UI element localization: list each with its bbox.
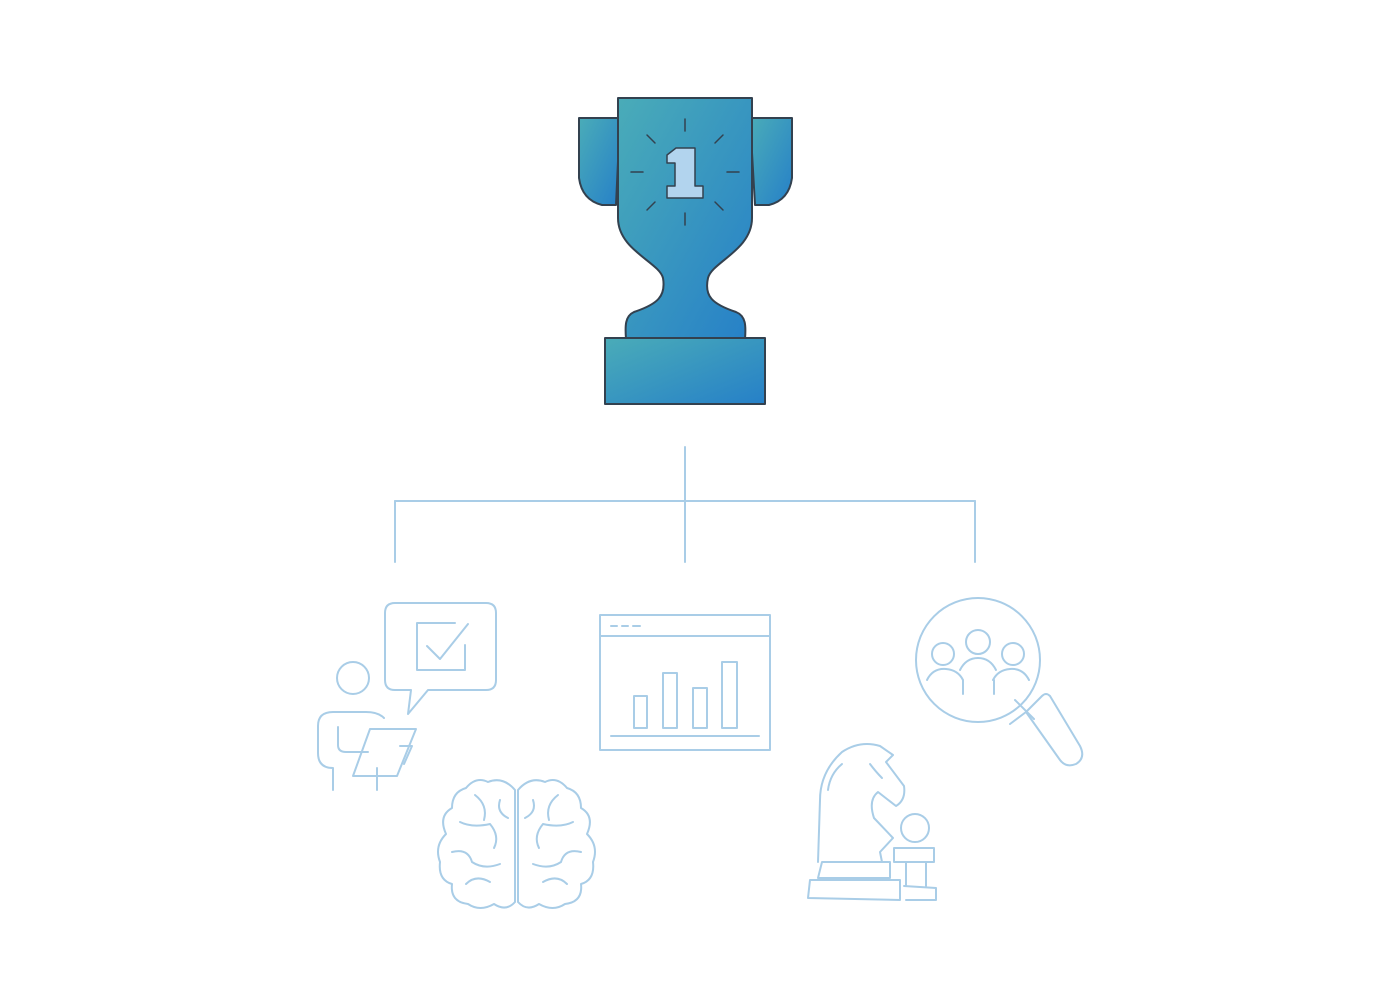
trophy-handle-right <box>749 117 793 206</box>
trophy-rays <box>630 118 740 226</box>
magnifier-people-icon <box>915 597 1084 767</box>
presenter-checkmark-icon <box>317 602 497 791</box>
trophy-base <box>604 337 766 405</box>
tree-connector <box>394 446 976 563</box>
trophy-rank-glyph <box>666 147 704 199</box>
trophy-handle-left <box>578 117 621 206</box>
chess-knight-pawn-icon <box>807 743 937 901</box>
trophy-icon: 1 <box>578 97 793 405</box>
bar-chart-window-icon <box>599 614 771 751</box>
brain-icon <box>437 779 596 909</box>
